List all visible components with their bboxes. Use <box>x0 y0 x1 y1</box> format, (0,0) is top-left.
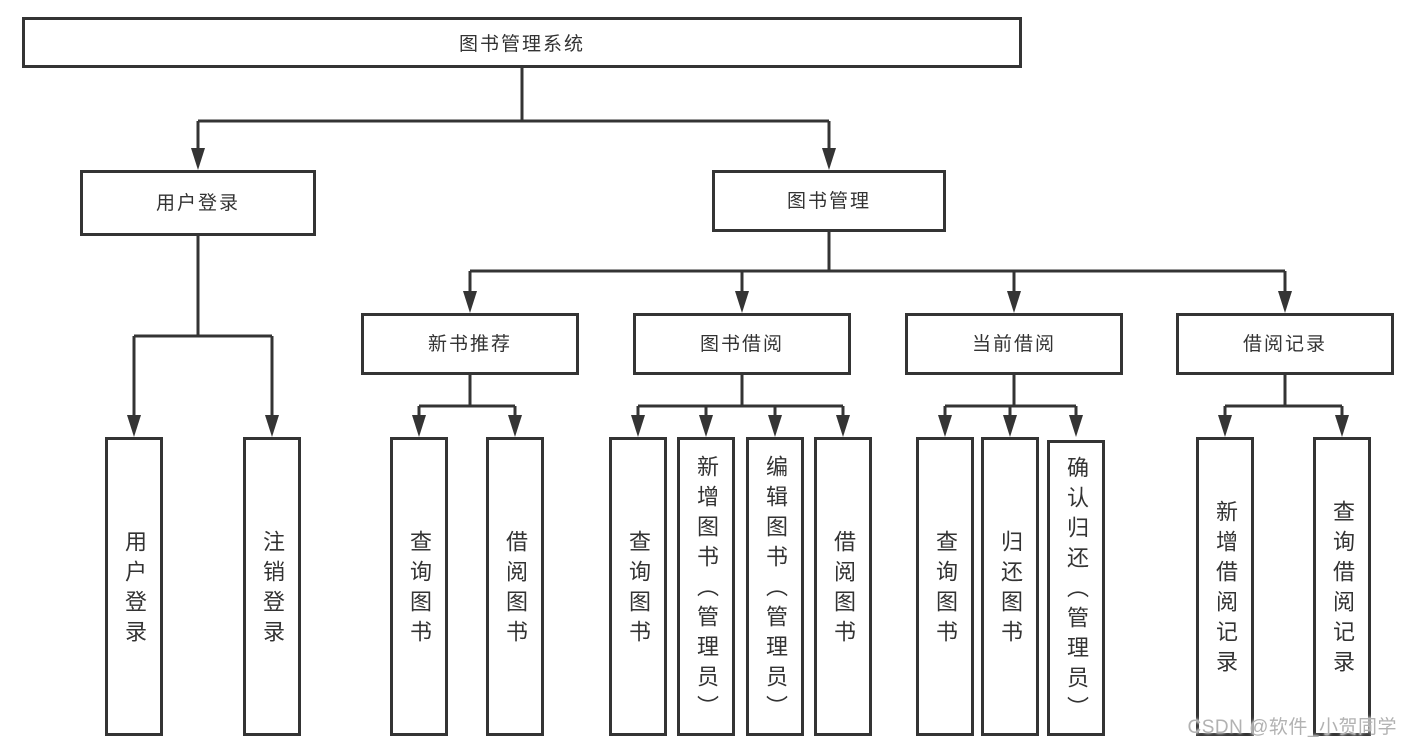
node-label: 查询借阅记录 <box>1330 499 1355 680</box>
node-label: 确认归还（管理员） <box>1064 456 1089 726</box>
leaf-query-books-current: 查询图书 <box>916 437 974 736</box>
leaf-borrow-books-borrow: 借阅图书 <box>814 437 872 736</box>
node-new-book-recommend: 新书推荐 <box>361 313 579 375</box>
node-label: 编辑图书（管理员） <box>763 454 788 725</box>
node-label: 当前借阅 <box>971 333 1056 355</box>
node-label: 图书管理 <box>786 190 871 212</box>
node-label: 新增图书（管理员） <box>694 454 719 725</box>
leaf-logout: 注销登录 <box>243 437 301 736</box>
node-label: 用户登录 <box>155 192 240 214</box>
node-user-login: 用户登录 <box>80 170 316 236</box>
leaf-add-borrow-record: 新增借阅记录 <box>1196 437 1254 736</box>
node-label: 图书借阅 <box>699 333 784 355</box>
node-label: 归还图书 <box>998 529 1023 650</box>
node-label: 查询图书 <box>933 529 958 650</box>
node-label: 新书推荐 <box>427 333 512 355</box>
arrowheads <box>127 148 1349 437</box>
leaf-user-login: 用户登录 <box>105 437 163 736</box>
node-label: 图书管理系统 <box>458 34 585 55</box>
csdn-watermark: CSDN @软件_小贺同学 <box>1187 717 1397 738</box>
node-label: 借阅图书 <box>831 529 856 650</box>
node-borrow-records: 借阅记录 <box>1176 313 1394 375</box>
leaf-confirm-return-admin: 确认归还（管理员） <box>1047 440 1105 736</box>
node-current-borrow: 当前借阅 <box>905 313 1123 375</box>
node-label: 用户登录 <box>122 529 147 650</box>
node-label: 注销登录 <box>260 529 285 650</box>
node-label: 查询图书 <box>626 529 651 650</box>
leaf-edit-book-admin: 编辑图书（管理员） <box>746 437 804 736</box>
node-label: 借阅图书 <box>503 529 528 650</box>
node-root-library-management-system: 图书管理系统 <box>22 17 1022 68</box>
node-label: 新增借阅记录 <box>1213 499 1238 680</box>
leaf-return-book: 归还图书 <box>981 437 1039 736</box>
node-book-borrow: 图书借阅 <box>633 313 851 375</box>
leaf-query-books-borrow: 查询图书 <box>609 437 667 736</box>
leaf-add-book-admin: 新增图书（管理员） <box>677 437 735 736</box>
leaf-query-books-recommend: 查询图书 <box>390 437 448 736</box>
leaf-query-borrow-record: 查询借阅记录 <box>1313 437 1371 736</box>
node-label: 借阅记录 <box>1242 333 1327 355</box>
node-book-management: 图书管理 <box>712 170 946 232</box>
leaf-borrow-books-recommend: 借阅图书 <box>486 437 544 736</box>
node-label: 查询图书 <box>407 529 432 650</box>
